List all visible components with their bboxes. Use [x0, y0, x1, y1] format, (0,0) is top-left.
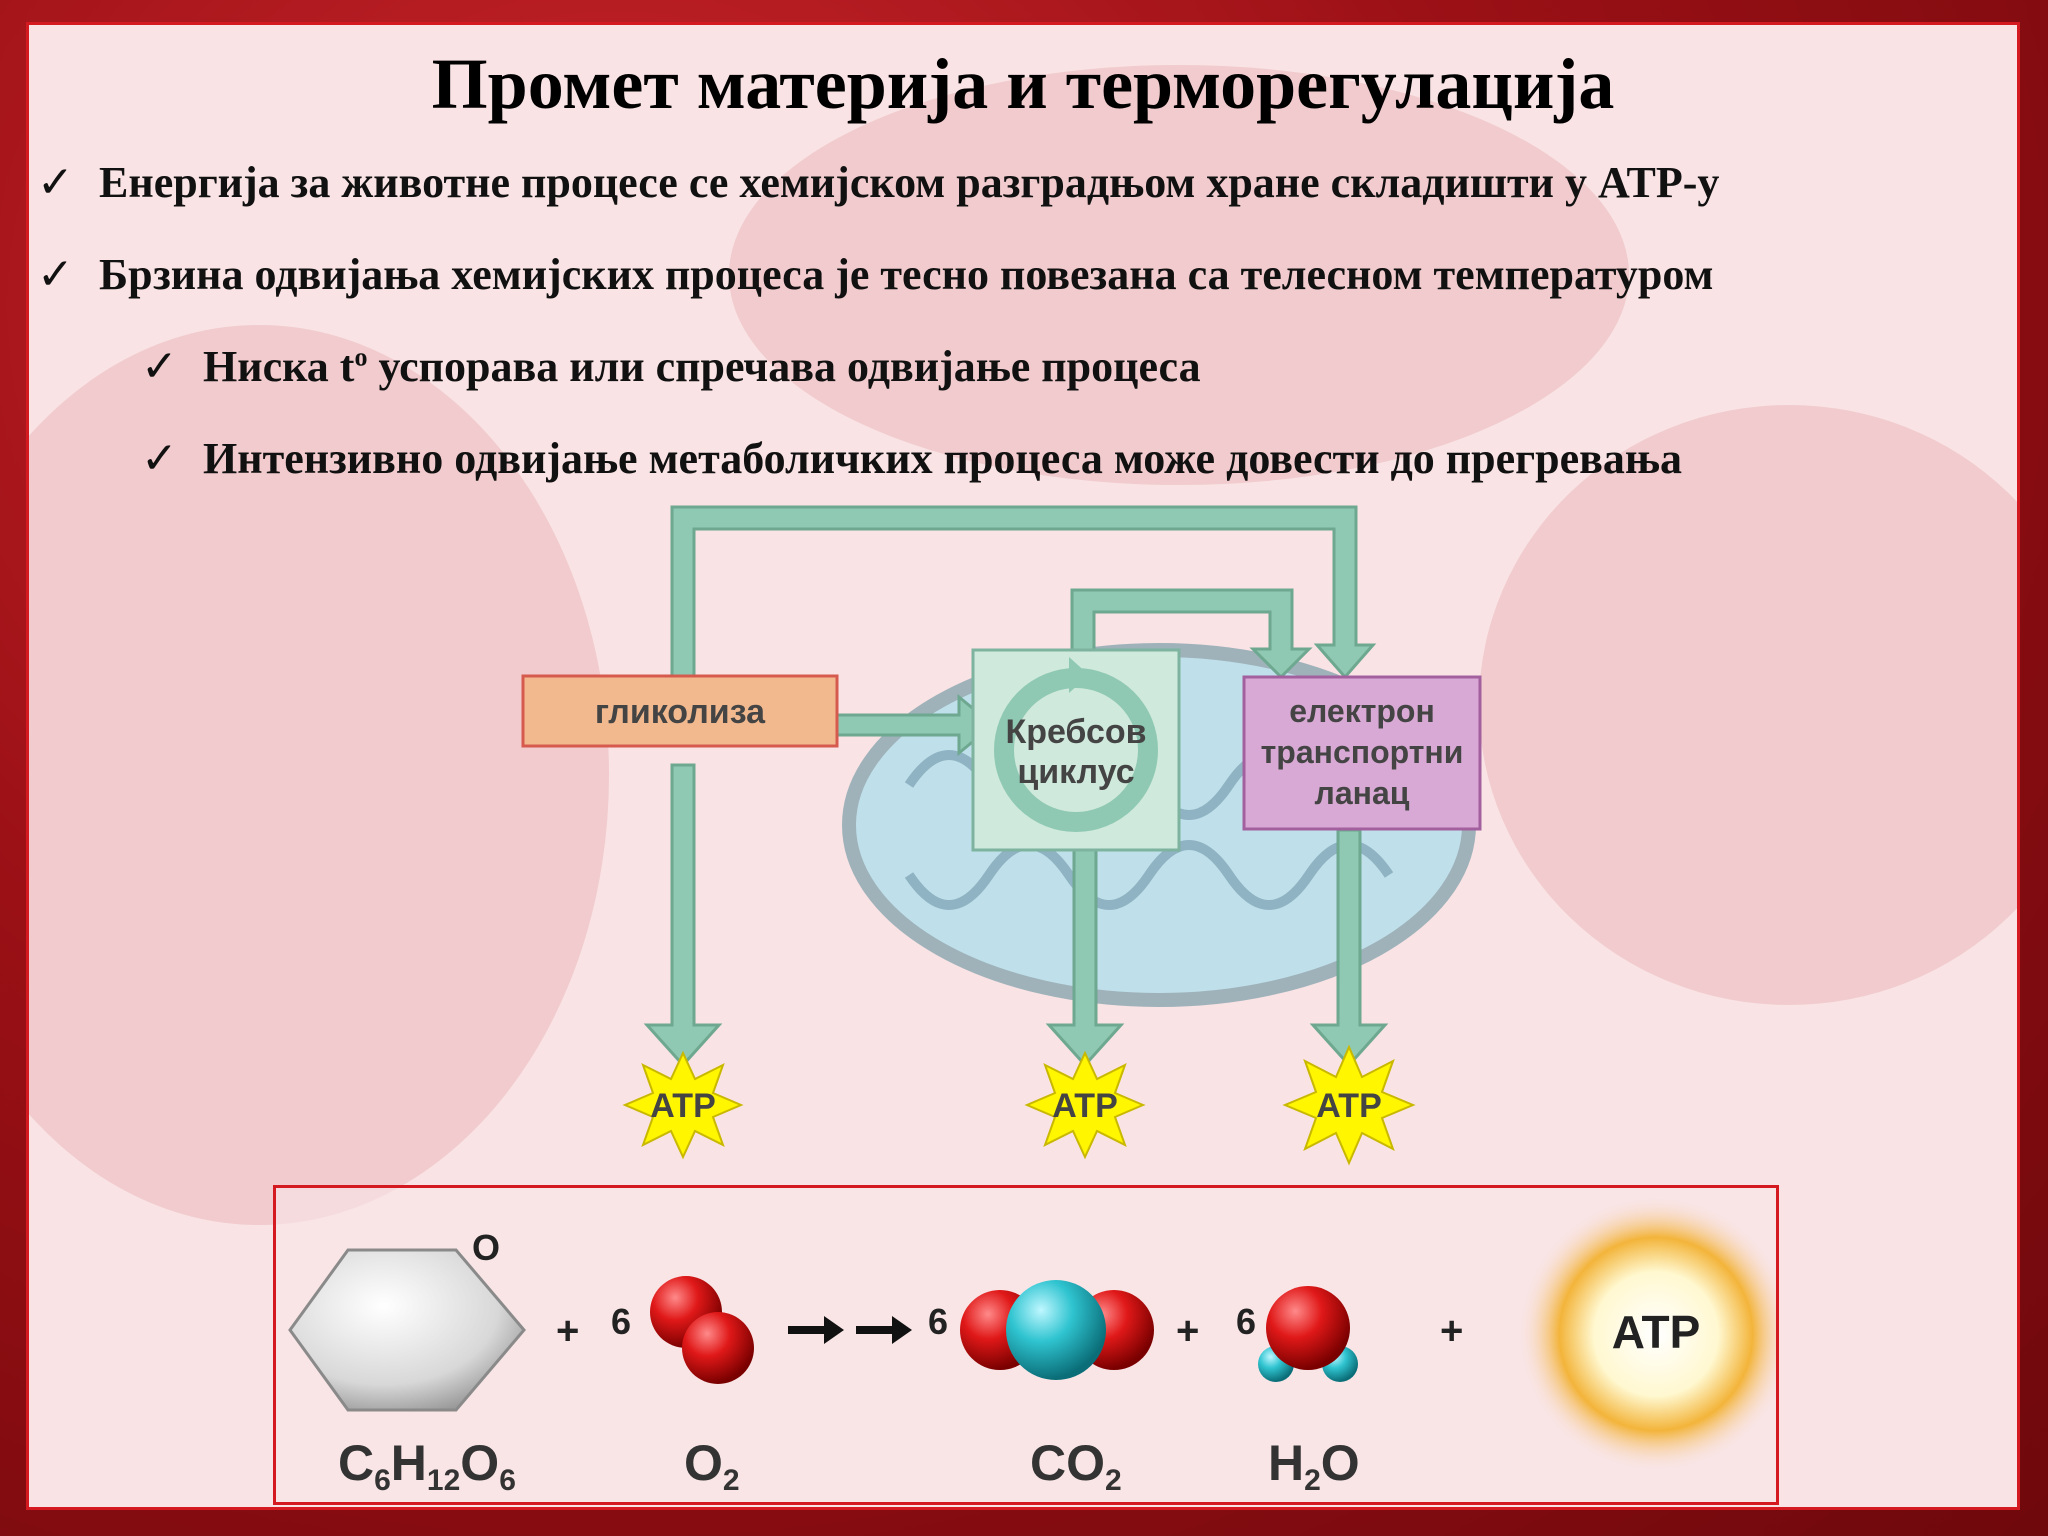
etc-label-line1: електрон [1289, 693, 1435, 729]
oxygen-molecule-icon [650, 1276, 754, 1384]
check-icon: ✓ [37, 157, 74, 208]
glucose-formula: C6H12O6 [338, 1435, 516, 1497]
arrow-glycolysis-to-etc [670, 505, 1377, 700]
svg-text:ATP: ATP [1316, 1087, 1381, 1125]
plus-sign: + [1440, 1309, 1463, 1353]
arrow-down-etc [1309, 828, 1389, 1068]
glycolysis-label: гликолиза [595, 693, 766, 731]
etc-label-line3: ланац [1315, 775, 1410, 811]
oxygen-formula: O2 [684, 1435, 740, 1497]
sub-bullet-text: Ниска t [203, 342, 355, 391]
bullet-text: Енергија за животне процесе се хемијском… [99, 158, 1720, 207]
check-icon: ✓ [141, 341, 178, 392]
carbon-dioxide-molecule-icon [960, 1280, 1154, 1380]
sub-bullet-low-temp: ✓ Ниска to успорава или спречава одвијање… [141, 341, 1201, 392]
water-formula: H2O [1268, 1435, 1360, 1497]
glycolysis-box [521, 674, 839, 748]
atp-energy-label: ATP [1612, 1306, 1701, 1358]
check-icon: ✓ [141, 433, 178, 484]
metabolism-diagram: гликолиза Кребсов циклус електрон трансп… [521, 505, 1482, 1166]
slide-title: Промет материја и терморегулација [431, 44, 1615, 124]
plus-sign: + [1176, 1309, 1199, 1353]
carbon-dioxide-formula: CO2 [1030, 1435, 1122, 1497]
krebs-cycle-arrowhead-icon [1069, 657, 1089, 693]
arrow-down-glycolysis [643, 763, 723, 1068]
coefficient-h2o: 6 [1236, 1301, 1256, 1342]
atp-burst-glycolysis: ATP [622, 1050, 744, 1160]
krebs-label-line1: Кребсов [1005, 713, 1146, 751]
atp-burst-krebs: ATP [1024, 1050, 1146, 1160]
check-icon: ✓ [37, 249, 74, 300]
arrow-down-krebs [1045, 848, 1125, 1068]
background-cell [29, 325, 609, 1225]
coefficient-o2: 6 [611, 1301, 631, 1342]
sub-bullet-text: успорава или спречава одвијање процеса [367, 342, 1201, 391]
equation-box: O + 6 6 + 6 [273, 1185, 1794, 1505]
bullet-text: Брзина одвијања хемијских процеса је тес… [99, 250, 1714, 299]
plus-sign: + [556, 1309, 579, 1353]
glucose-molecule-icon [288, 1248, 526, 1412]
atp-burst-etc: ATP [1282, 1044, 1416, 1166]
respiration-equation: O + 6 6 + 6 [288, 1196, 1794, 1497]
etc-box [1242, 675, 1482, 831]
arrow-krebs-to-etc [1070, 588, 1313, 680]
bullet-temperature: ✓ Брзина одвијања хемијских процеса је те… [37, 249, 1714, 300]
svg-text:ATP: ATP [1052, 1087, 1117, 1125]
bullet-energy: ✓ Енергија за животне процесе се хемијско… [37, 157, 1719, 208]
sub-bullet-overheat: ✓ Интензивно одвијање метаболичких процес… [141, 433, 1682, 484]
glucose-ring-oxygen: O [472, 1227, 500, 1268]
water-molecule-icon [1258, 1286, 1358, 1382]
background-cell [729, 65, 1629, 485]
krebs-label-line2: циклус [1017, 753, 1134, 791]
etc-label-line2: транспортни [1261, 734, 1464, 770]
background-cell [1479, 405, 2017, 1005]
degree-sup: o [354, 342, 368, 372]
coefficient-co2: 6 [928, 1301, 948, 1342]
slide: Промет материја и терморегулација ✓ Енерг… [26, 22, 2020, 1510]
sub-bullet-text: Интензивно одвијање метаболичких процеса… [203, 434, 1682, 483]
atp-energy-burst-icon: ATP [1518, 1196, 1794, 1472]
reaction-arrow-icon [788, 1316, 912, 1344]
svg-text:ATP: ATP [650, 1087, 715, 1125]
